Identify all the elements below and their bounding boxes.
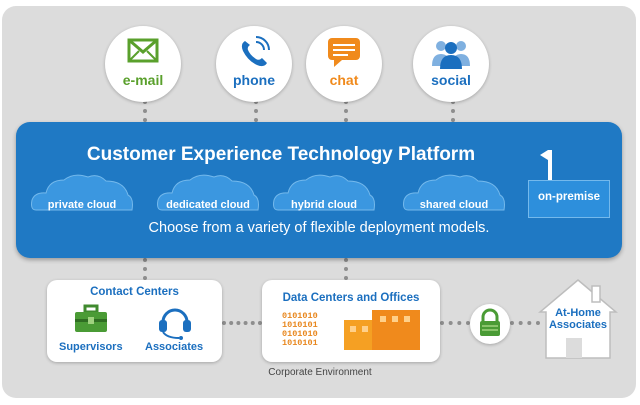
channel-phone[interactable]: phone bbox=[216, 26, 292, 102]
cloud-label-private: private cloud bbox=[47, 199, 117, 211]
binary-code: 0101010 1010101 0101010 1010101 bbox=[282, 312, 318, 348]
toolbox-icon bbox=[73, 304, 109, 339]
contact-centers-box: Contact Centers Supervisors Associates bbox=[47, 280, 222, 362]
at-home-label: At-Home Associates bbox=[543, 307, 613, 331]
chat-bubble-icon bbox=[306, 36, 382, 70]
channel-label-email: e-mail bbox=[122, 72, 164, 88]
channel-label-social: social bbox=[431, 72, 471, 88]
connector-dc-lock bbox=[440, 321, 470, 325]
contact-centers-title: Contact Centers bbox=[90, 286, 179, 298]
channel-label-chat: chat bbox=[329, 72, 359, 88]
on-premise-block: on-premise bbox=[528, 180, 610, 218]
platform-subtitle: Choose from a variety of flexible deploy… bbox=[148, 220, 490, 236]
channel-social[interactable]: social bbox=[413, 26, 489, 102]
connector-email bbox=[143, 100, 147, 122]
data-centers-box: Data Centers and Offices 0101010 1010101… bbox=[262, 280, 440, 362]
cloud-label-dedicated: dedicated cloud bbox=[166, 199, 250, 211]
lock-icon bbox=[480, 308, 500, 336]
binary-line: 0101010 bbox=[282, 329, 318, 339]
phone-icon bbox=[216, 36, 292, 70]
on-premise-label: on-premise bbox=[538, 191, 600, 203]
channel-email[interactable]: e-mail bbox=[105, 26, 181, 102]
connector-phone bbox=[254, 100, 258, 122]
cloud-private: private cloud bbox=[30, 172, 134, 217]
flag-icon bbox=[538, 146, 558, 187]
connector-social bbox=[451, 100, 455, 122]
envelope-icon bbox=[105, 36, 181, 70]
cloud-label-hybrid: hybrid cloud bbox=[291, 199, 357, 211]
connector-chat bbox=[344, 100, 348, 122]
platform-panel: Customer Experience Technology Platform … bbox=[16, 122, 622, 258]
corporate-environment-label: Corporate Environment bbox=[268, 367, 372, 378]
at-home-line2: Associates bbox=[548, 319, 608, 331]
people-icon bbox=[413, 36, 489, 70]
channel-label-phone: phone bbox=[233, 72, 275, 88]
supervisors-label: Supervisors bbox=[59, 341, 123, 353]
cloud-shared: shared cloud bbox=[402, 168, 506, 217]
channel-chat[interactable]: chat bbox=[306, 26, 382, 102]
house-icon bbox=[537, 278, 619, 365]
at-home-line1: At-Home bbox=[555, 307, 601, 319]
binary-line: 1010101 bbox=[282, 338, 318, 348]
headset-icon bbox=[157, 300, 193, 345]
cloud-dedicated: dedicated cloud bbox=[156, 170, 260, 217]
associates-label: Associates bbox=[145, 341, 204, 353]
cloud-hybrid: hybrid cloud bbox=[272, 168, 376, 217]
platform-title: Customer Experience Technology Platform bbox=[86, 144, 476, 165]
office-building-icon bbox=[342, 308, 422, 355]
connector-data-centers bbox=[344, 258, 348, 280]
connector-contact-centers bbox=[143, 258, 147, 280]
data-centers-title: Data Centers and Offices bbox=[282, 292, 420, 304]
cloud-label-shared: shared cloud bbox=[419, 199, 489, 211]
connector-cc-dc bbox=[222, 321, 262, 325]
binary-line: 1010101 bbox=[282, 320, 318, 330]
binary-line: 0101010 bbox=[282, 311, 318, 321]
connector-lock-home bbox=[510, 321, 540, 325]
lock-badge bbox=[470, 304, 510, 344]
